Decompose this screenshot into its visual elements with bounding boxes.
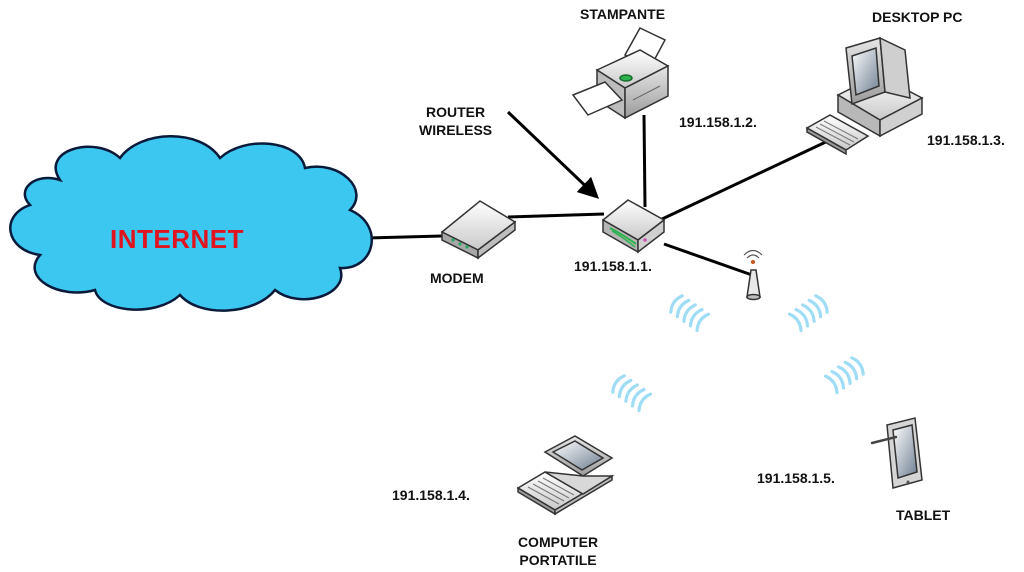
wifi-wave-group-top-right (787, 294, 829, 333)
laptop-ip: 191.158.1.4. (392, 487, 470, 503)
printer-ip: 191.158.1.2. (679, 114, 757, 130)
link-router-antenna (663, 242, 753, 277)
printer-label: STAMPANTE (580, 6, 666, 22)
wifi-wave-group-bottom-left (611, 374, 653, 413)
laptop-label-line1: COMPUTER (517, 534, 599, 550)
desktop-pc-icon (805, 36, 924, 156)
cloud-icon (9, 135, 373, 312)
modem-label: MODEM (430, 270, 484, 286)
link-internet-modem (365, 234, 443, 240)
laptop-icon (516, 435, 615, 516)
printer-icon (571, 27, 670, 120)
internet-label: INTERNET (110, 224, 244, 254)
router-icon (601, 199, 666, 254)
router-label-line1: ROUTER (426, 104, 486, 120)
tablet-label: TABLET (896, 507, 951, 523)
modem-icon (440, 200, 517, 260)
wifi-waves (611, 294, 865, 413)
wireless-antenna-icon (743, 249, 763, 301)
internet-cloud (9, 135, 373, 312)
router-pointer-arrow (506, 110, 600, 199)
desktop-ip: 191.158.1.3. (927, 132, 1005, 148)
desktop-label: DESKTOP PC (872, 9, 963, 25)
network-links (365, 114, 831, 277)
tablet-ip: 191.158.1.5. (757, 470, 835, 486)
tablet-icon (870, 417, 923, 489)
link-modem-router (507, 212, 605, 219)
laptop-label-line2: PORTATILE (519, 552, 597, 568)
link-router-desktop (659, 138, 831, 222)
router-ip: 191.158.1.1. (574, 258, 652, 274)
wifi-wave-group-bottom-right (823, 356, 865, 395)
router-label-line2: WIRELESS (419, 122, 493, 138)
link-router-printer (642, 114, 647, 208)
wifi-wave-group-top-left (669, 294, 711, 333)
